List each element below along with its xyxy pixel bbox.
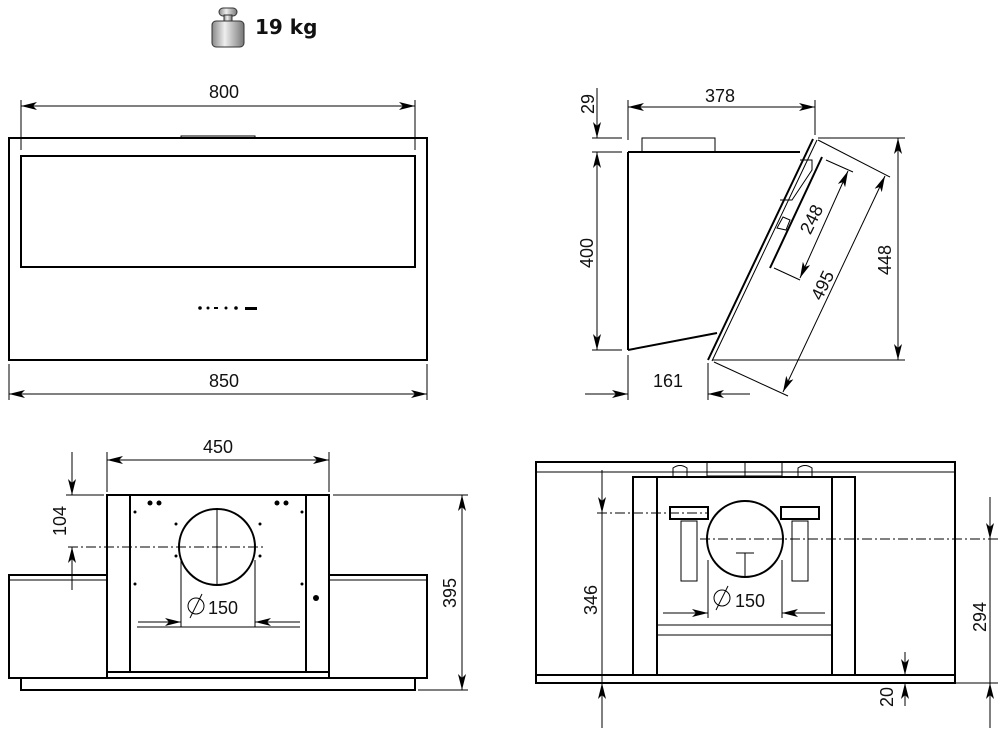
dimension-label-248: 248 [796, 201, 827, 237]
dimension-label-20: 20 [877, 687, 897, 707]
weight-label: 19 kg [255, 15, 317, 39]
diameter-icon [187, 593, 205, 619]
dimension-label-29: 29 [578, 94, 598, 114]
rear-view-left: 450 104 395 150 [8, 437, 468, 691]
dimension-label-800: 800 [209, 82, 239, 102]
dimension-label-294: 294 [970, 602, 990, 632]
dimension-label-448: 448 [875, 245, 895, 275]
diameter-icon [713, 585, 731, 611]
dimension-label-395: 395 [440, 578, 460, 608]
dimension-label-161: 161 [653, 371, 683, 391]
dimension-label-450: 450 [203, 437, 233, 457]
dimension-label-104: 104 [50, 506, 70, 536]
dimension-label-495: 495 [807, 267, 838, 303]
dimension-label-378: 378 [705, 86, 735, 106]
dimension-label-400: 400 [577, 238, 597, 268]
dimension-label-diameter-right: 150 [735, 591, 765, 611]
weight-icon [211, 7, 245, 48]
weight-indicator: 19 kg [211, 7, 317, 48]
side-view: 378 29 400 161 448 495 248 [577, 86, 905, 400]
dimension-label-346: 346 [581, 585, 601, 615]
control-panel-dots [198, 306, 257, 310]
front-view: 800 850 [8, 82, 428, 400]
dimension-label-850: 850 [209, 371, 239, 391]
rear-view-right: 346 294 20 150 [535, 461, 998, 728]
dimension-label-diameter-left: 150 [208, 598, 238, 618]
